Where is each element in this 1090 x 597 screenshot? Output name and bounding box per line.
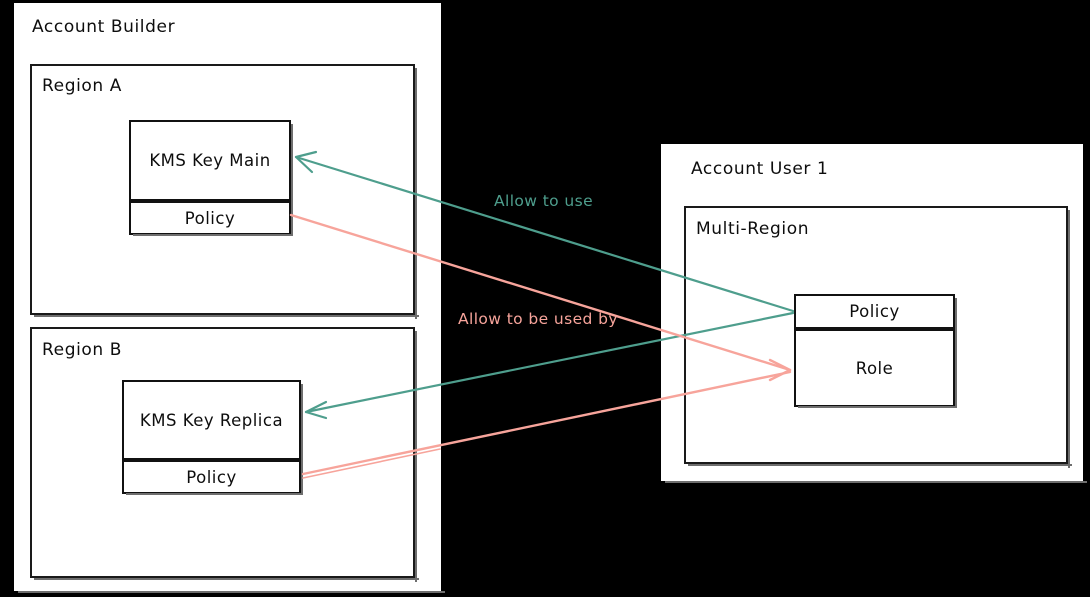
user-policy-node[interactable]: Policy: [794, 294, 955, 329]
user-role-node[interactable]: Role: [794, 329, 955, 407]
kms-key-main-policy-label: Policy: [184, 208, 236, 228]
account-builder-panel-shadow-bottom: [18, 591, 445, 593]
multi-region-shadow-bottom: [688, 464, 1072, 466]
multi-region-title: Multi-Region: [696, 219, 810, 239]
region-b-shadow-right: [415, 331, 417, 582]
region-b-title: Region B: [42, 340, 123, 360]
user-role-shadow-bottom: [798, 406, 957, 408]
kms-key-main-policy-node[interactable]: Policy: [129, 201, 291, 235]
account-user-title: Account User 1: [691, 159, 829, 179]
kms-key-replica-label: KMS Key Replica: [139, 410, 284, 430]
kms-key-main-label: KMS Key Main: [149, 151, 271, 170]
user-role-shadow-right: [955, 298, 957, 408]
region-a-title: Region A: [42, 76, 123, 96]
edge-label-allow-to-be-used-by: Allow to be used by: [458, 310, 618, 328]
region-b-shadow-bottom: [34, 578, 419, 580]
region-a-shadow-bottom: [34, 315, 419, 317]
kms-key-replica-shadow-right: [301, 384, 303, 494]
account-user-panel-shadow-bottom: [665, 481, 1087, 483]
account-builder-title: Account Builder: [32, 17, 176, 37]
edge-label-allow-to-use: Allow to use: [494, 192, 594, 210]
kms-key-replica-node[interactable]: KMS Key Replica: [122, 380, 301, 460]
user-policy-label: Policy: [849, 302, 900, 321]
kms-key-replica-policy-label: Policy: [186, 467, 237, 487]
region-a-shadow-right: [415, 68, 417, 319]
kms-key-replica-policy-shadow-bottom: [126, 493, 303, 495]
kms-key-main-shadow-right: [291, 124, 293, 234]
kms-key-main-policy-shadow-bottom: [133, 234, 293, 236]
kms-key-main-node[interactable]: KMS Key Main: [129, 120, 291, 201]
multi-region-shadow-right: [1068, 210, 1070, 468]
kms-key-replica-policy-node[interactable]: Policy: [122, 460, 301, 494]
user-role-label: Role: [855, 358, 894, 378]
